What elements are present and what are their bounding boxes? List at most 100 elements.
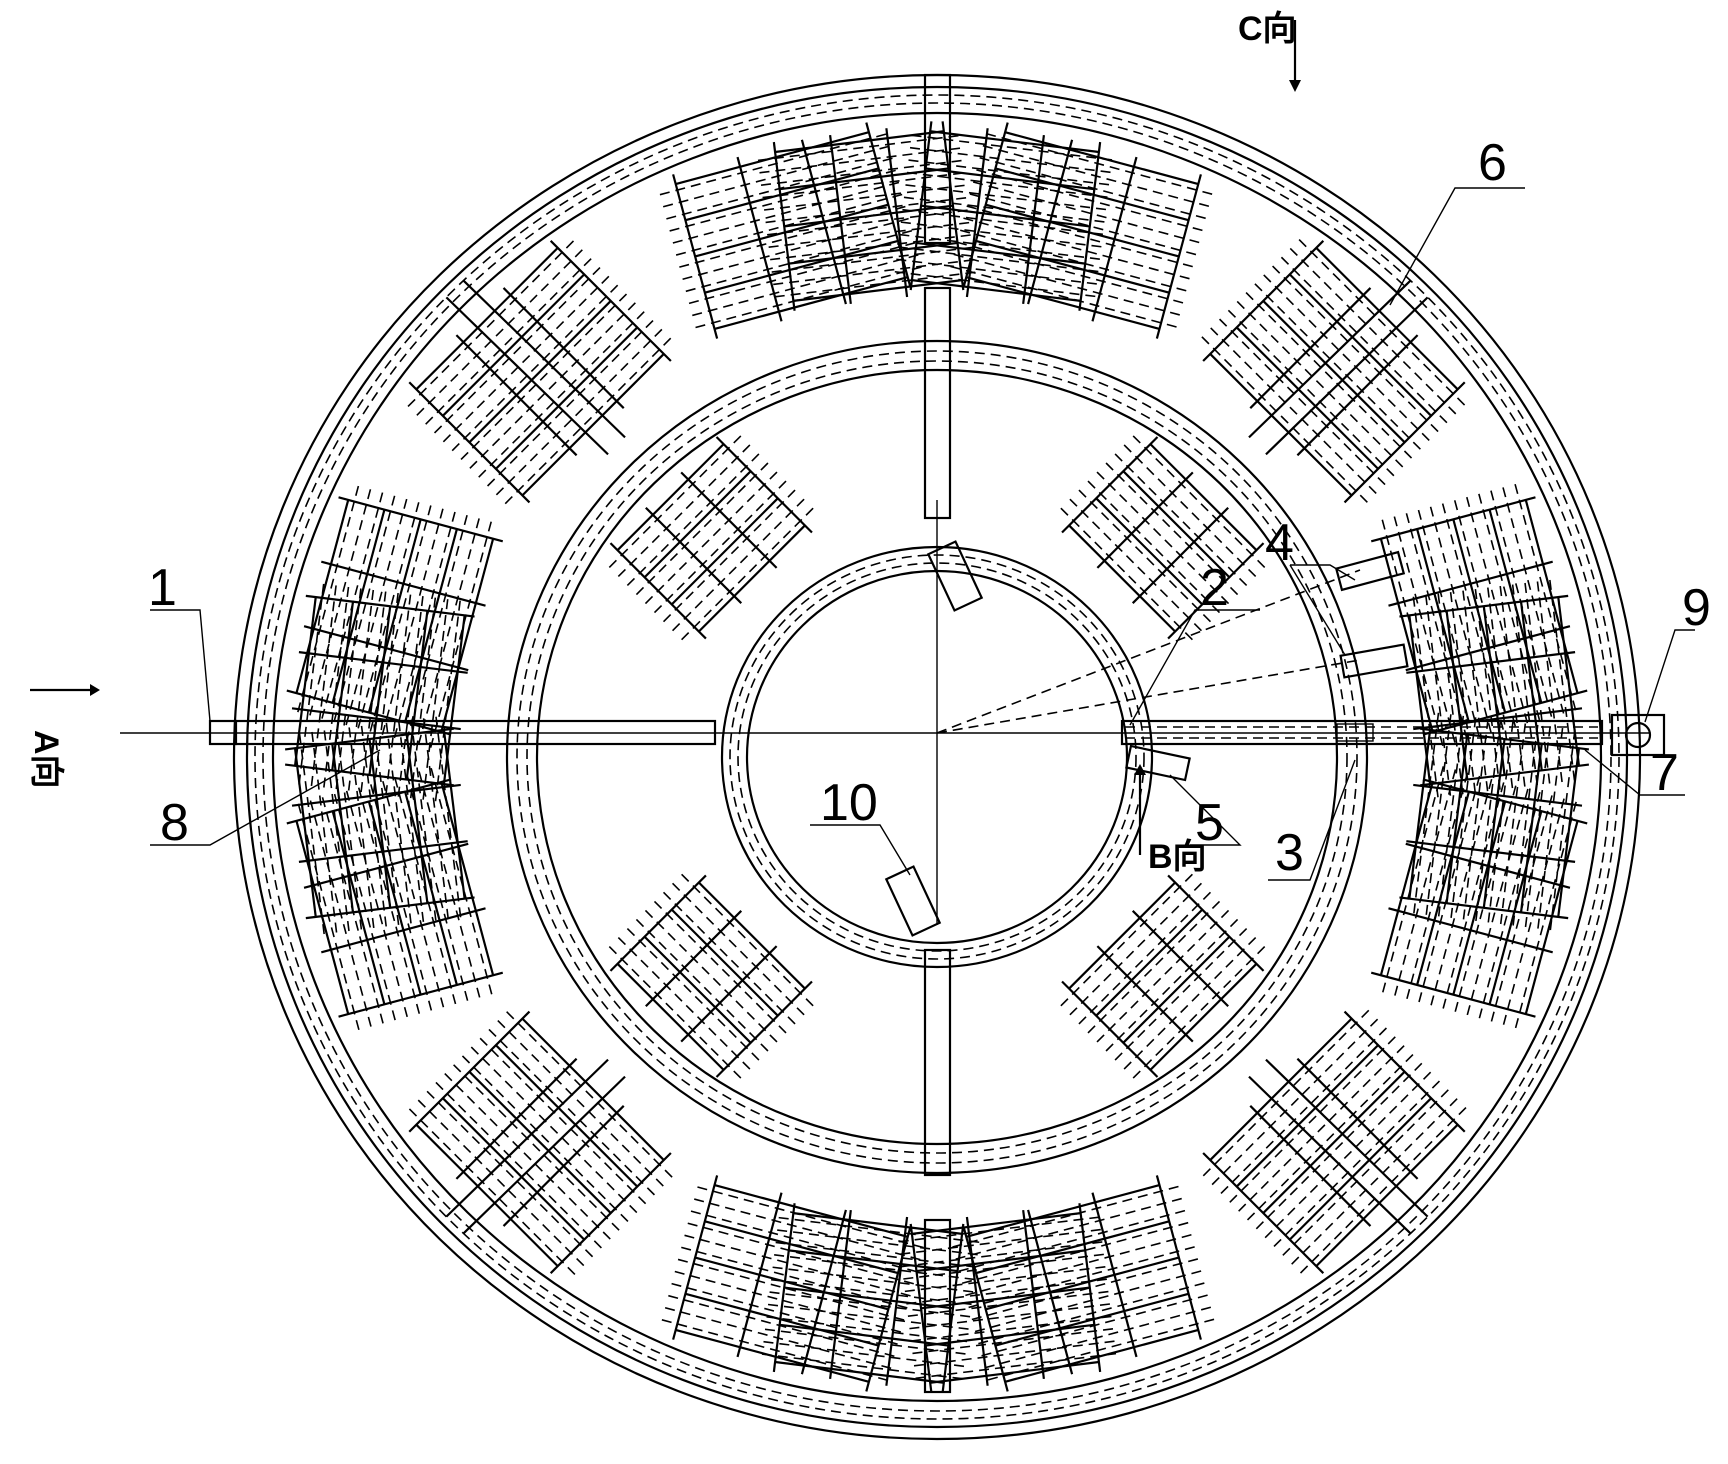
- panel-crossbar: [1420, 763, 1590, 787]
- view-a-arrowhead: [90, 684, 100, 696]
- panel-bar: [1095, 497, 1204, 606]
- panel-bar: [468, 300, 612, 444]
- label-8: 8: [160, 794, 189, 852]
- middle-wall-dashed-1: [516, 350, 1358, 1164]
- panel-bar: [442, 615, 466, 785]
- label-4: 4: [1265, 514, 1294, 572]
- panel-dashed-line: [1280, 1089, 1449, 1258]
- outer-wall-dashed-2: [262, 102, 1612, 1412]
- panel-dashed-line: [1462, 590, 1489, 796]
- panel-dashed-line: [771, 1241, 977, 1268]
- panel-bar: [916, 1249, 1086, 1273]
- panel-dashed-line: [333, 493, 396, 723]
- panel-bar: [670, 908, 779, 1017]
- panel-dashed-line: [950, 265, 1179, 329]
- part-10a: [926, 540, 984, 612]
- panel-dashed-line: [685, 229, 914, 293]
- panel-bar: [442, 1097, 586, 1241]
- panel-dashed-line: [309, 487, 372, 716]
- panel-dashed-line: [1549, 579, 1576, 785]
- panel-bar: [975, 1220, 1170, 1275]
- bottom-inner-partition: [923, 948, 952, 1177]
- panel-bar: [698, 881, 806, 990]
- panel-dashed-line: [950, 1185, 1179, 1249]
- label-3: 3: [1275, 824, 1304, 882]
- panel-dashed-line: [960, 1221, 1189, 1285]
- panel-dashed-line: [894, 1216, 1100, 1244]
- panel-dashed-line: [692, 1197, 921, 1261]
- panel-dashed-line: [310, 581, 338, 787]
- panel-dashed-line: [1466, 496, 1529, 726]
- panel-bar: [405, 610, 429, 780]
- panel-bar: [784, 1286, 954, 1310]
- panel-dashed-line: [763, 1303, 969, 1330]
- panel-bar: [670, 497, 779, 606]
- filter-grid-panel: [1060, 873, 1266, 1079]
- panel-bar: [495, 1044, 639, 1188]
- panel-dashed-line: [908, 159, 1114, 186]
- panel-bar: [911, 279, 1081, 302]
- panel-dashed-line: [429, 519, 493, 748]
- panel-dashed-line: [1511, 584, 1539, 790]
- filter-grid-panel: [1201, 1009, 1467, 1275]
- panel-bar: [930, 1360, 1100, 1384]
- panel-bar: [1095, 908, 1204, 1017]
- panel-dashed-line: [1254, 1062, 1423, 1231]
- filter-grid-panel: [659, 122, 924, 339]
- panel-dashed-line: [442, 1071, 611, 1240]
- panel-crossbar: [772, 1203, 796, 1373]
- panel-bar: [694, 1256, 889, 1311]
- filter-grid-panel: [950, 122, 1215, 339]
- panel-bar: [1524, 820, 1579, 1015]
- panel-bar: [698, 524, 806, 633]
- panel-bar: [1209, 353, 1353, 497]
- panel-bar: [675, 1328, 870, 1383]
- panel-bar: [995, 1292, 1189, 1347]
- panel-dashed-line: [442, 274, 611, 443]
- panel-dashed-line: [1393, 516, 1457, 745]
- panel-dashed-line: [1123, 936, 1257, 1070]
- panel-dashed-line: [1227, 1036, 1396, 1205]
- leader-8: [150, 749, 381, 846]
- panel-dashed-line: [381, 506, 445, 735]
- channel-gate-box: [1336, 723, 1374, 742]
- panel-bar: [1004, 131, 1199, 186]
- panel-bar: [774, 1360, 944, 1384]
- panel-crossbar: [1022, 1209, 1045, 1379]
- panel-dashed-line: [953, 253, 1182, 317]
- panel-bar: [793, 1212, 963, 1235]
- panel-dashed-line: [422, 714, 450, 919]
- panel-dashed-line: [1298, 1106, 1467, 1275]
- panel-dashed-line: [675, 193, 905, 256]
- right-outlet-channel: [1120, 719, 1604, 746]
- panel-dashed-line: [1096, 909, 1230, 1043]
- leader-2: [1129, 609, 1260, 726]
- panel-dashed-line: [1272, 265, 1441, 434]
- labels: 1 2 3 4 5 6 7 8 9 10 A向 B向 C向: [27, 10, 1711, 882]
- filter-grid-panel: [1399, 579, 1590, 802]
- panel-crossbar: [291, 707, 461, 731]
- filter-grid-panel: [757, 1203, 980, 1393]
- inlet-pipe-1: [208, 719, 238, 746]
- panel-bar: [415, 1123, 559, 1267]
- panel-dashed-line: [771, 246, 977, 273]
- outlet-box-9: [1610, 713, 1666, 757]
- panel-bar: [1315, 247, 1459, 391]
- panel-dashed-line: [760, 1328, 966, 1355]
- panel-dashed-line: [763, 184, 969, 211]
- middle-wall-inner: [535, 368, 1339, 1146]
- leader-7: [1584, 749, 1685, 796]
- filter-grid-panel: [407, 1009, 673, 1275]
- panel-dashed-line: [770, 1253, 975, 1281]
- panel-dashed-line: [504, 1009, 673, 1178]
- panel-bar: [440, 538, 495, 733]
- panel-bar: [1149, 443, 1258, 551]
- panel-bar: [1209, 1017, 1353, 1161]
- panel-dashed-line: [422, 595, 450, 800]
- panel-bar: [295, 499, 350, 694]
- panel-bar: [704, 239, 899, 294]
- filter-grid-panel: [950, 1175, 1215, 1392]
- outer-wall-inner-outline: [245, 85, 1629, 1429]
